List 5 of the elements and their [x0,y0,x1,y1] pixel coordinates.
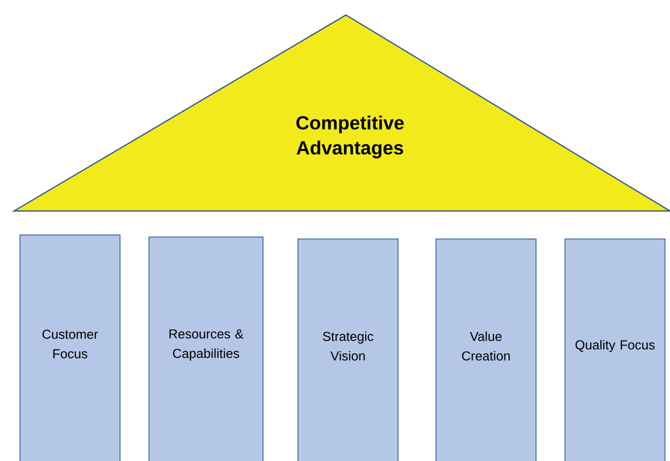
pillar-box: Quality Focus [564,238,666,461]
pillar-box: Resources & Capabilities [148,236,264,461]
pillar-box: Strategic Vision [298,238,398,461]
pillar-box: Customer Focus [20,234,120,461]
pillar-box: Value Creation [436,238,536,461]
